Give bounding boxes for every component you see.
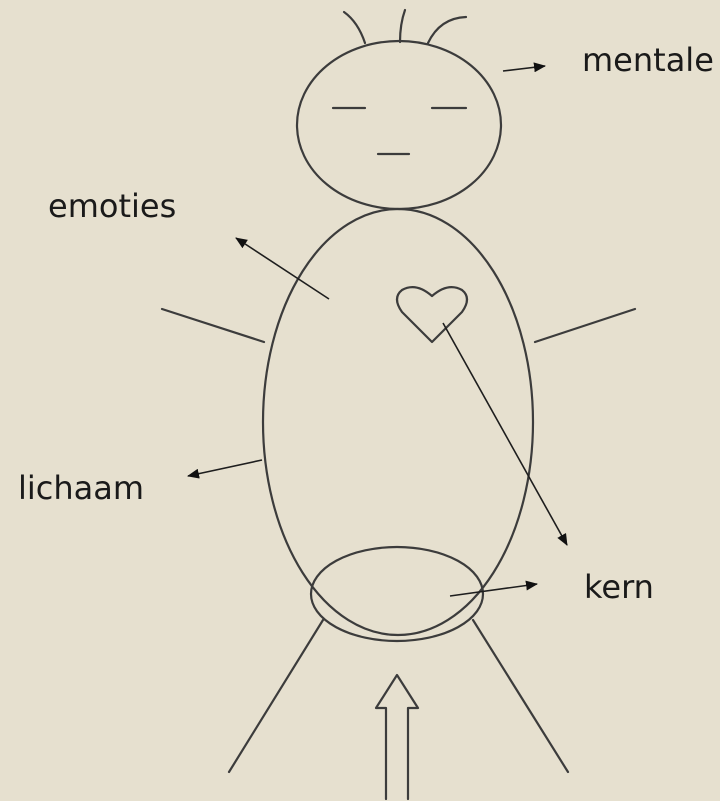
left-leg (229, 620, 323, 772)
arrow-emoties (236, 238, 329, 299)
left-arm (162, 309, 264, 342)
head (297, 41, 501, 209)
arrow-mentale (503, 66, 545, 71)
label-emoties: emoties (48, 190, 176, 222)
arrow-kern (450, 584, 537, 596)
body (263, 209, 533, 635)
arrow-lichaam (188, 460, 262, 476)
label-mentale: mentale (582, 44, 714, 76)
upward-arrow-icon (376, 675, 418, 799)
core (311, 547, 483, 641)
label-lichaam: lichaam (18, 472, 144, 504)
right-arm (535, 309, 635, 342)
right-leg (473, 620, 568, 772)
label-kern: kern (584, 571, 654, 603)
hair (344, 10, 466, 43)
heart-icon (397, 287, 467, 342)
arrow-heart-to-kern (443, 323, 567, 545)
